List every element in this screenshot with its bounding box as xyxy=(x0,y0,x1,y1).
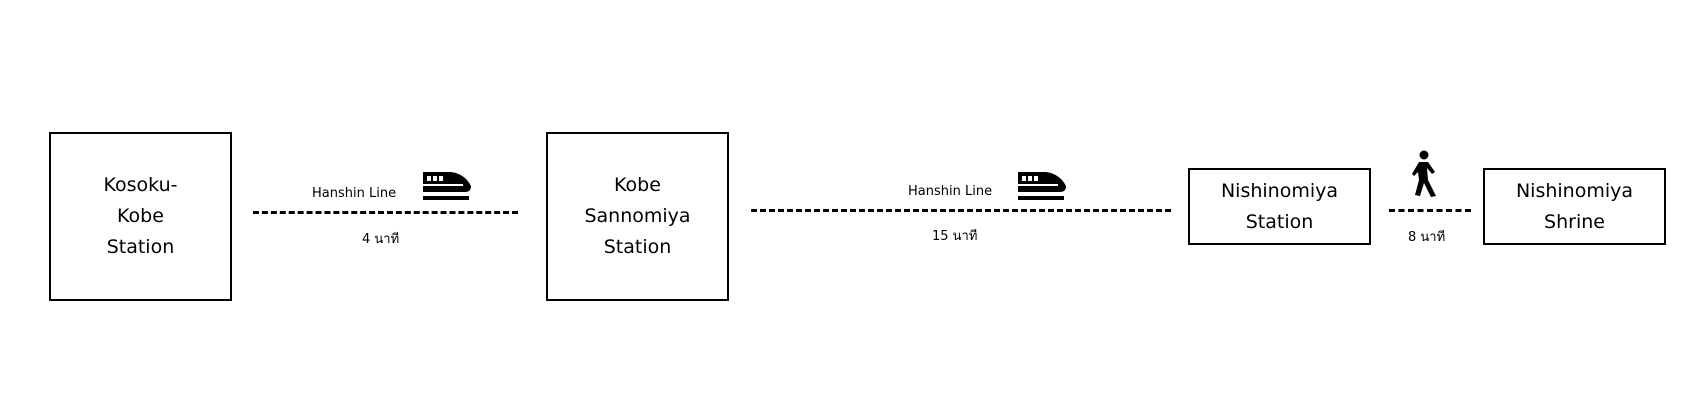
station-label: Kosoku- Kobe Station xyxy=(103,174,178,258)
station-label: Nishinomiya Shrine xyxy=(1515,179,1634,233)
train-icon xyxy=(1018,172,1066,200)
duration-label: 8 นาที xyxy=(1408,230,1446,245)
route-line-1 xyxy=(253,211,518,214)
station-label: Kobe Sannomiya Station xyxy=(584,174,691,258)
train-icon xyxy=(423,172,471,200)
station-label: Nishinomiya Station xyxy=(1220,179,1339,233)
route-line-3 xyxy=(1389,209,1471,212)
duration-label: 4 นาที xyxy=(362,232,400,247)
walking-person-icon xyxy=(1412,150,1436,197)
station-nishinomiya: Nishinomiya Station xyxy=(1188,168,1371,245)
route-line-2 xyxy=(751,209,1171,212)
station-kosoku-kobe: Kosoku- Kobe Station xyxy=(49,132,232,301)
line-name-label: Hanshin Line xyxy=(908,184,993,199)
station-kobe-sannomiya: Kobe Sannomiya Station xyxy=(546,132,729,301)
destination-nishinomiya-shrine: Nishinomiya Shrine xyxy=(1483,168,1666,245)
duration-label: 15 นาที xyxy=(932,229,978,244)
line-name-label: Hanshin Line xyxy=(312,186,397,201)
